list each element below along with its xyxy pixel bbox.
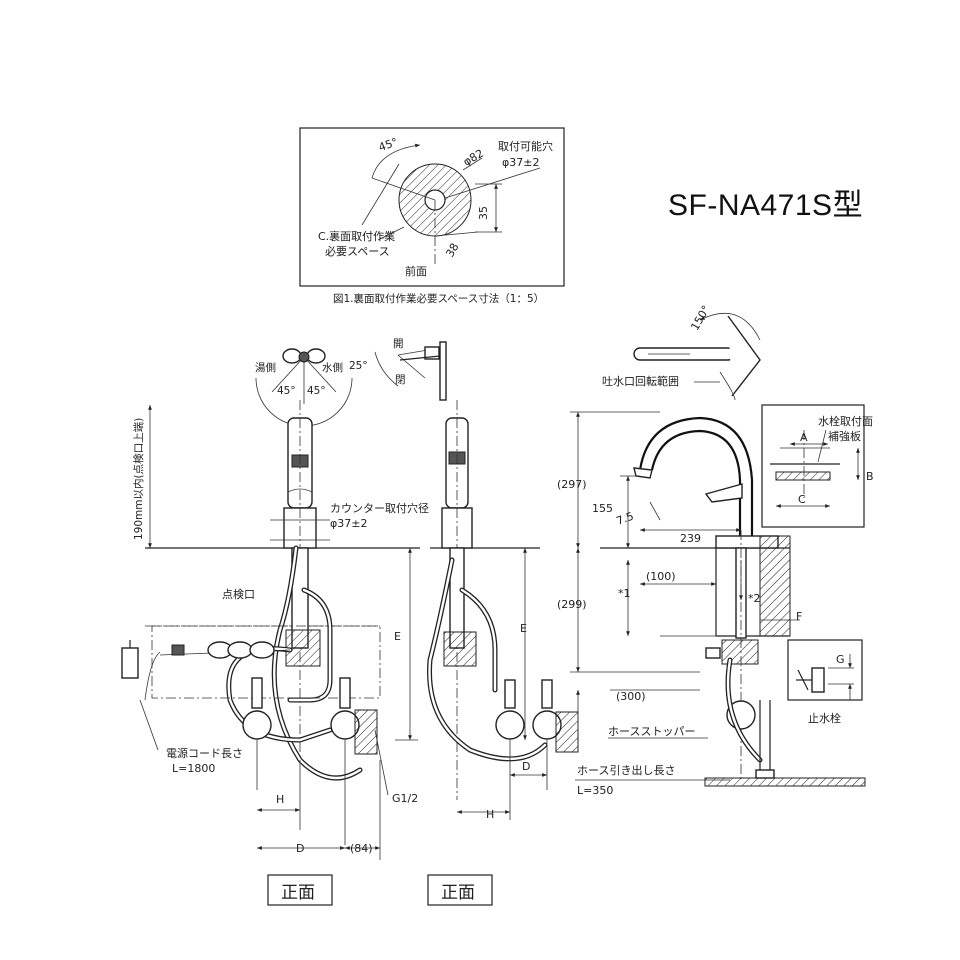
stop-valve-detail bbox=[787, 639, 863, 701]
fig1-caption: 図1.裏面取付作業必要スペース寸法（1：5） bbox=[333, 292, 544, 305]
cord-length-2: L=1800 bbox=[172, 762, 215, 775]
side-note1: *1 bbox=[618, 587, 631, 600]
detail-plate: 補強板 bbox=[828, 429, 861, 443]
stop-valve-dim-g: G bbox=[836, 653, 845, 666]
side-d299: (299) bbox=[557, 598, 587, 611]
front2-label: 正面 bbox=[441, 883, 475, 903]
fig1-space-1: C.裏面取付作業 bbox=[318, 229, 395, 243]
front-dim-h: H bbox=[276, 793, 284, 806]
front2-dim-h: H bbox=[486, 808, 494, 821]
fig1-space-2: 必要スペース bbox=[325, 245, 390, 258]
side-d239: 239 bbox=[680, 532, 701, 545]
front-dim-e: E bbox=[394, 630, 401, 643]
fig1-dim35: 35 bbox=[477, 206, 490, 220]
detail-dim-a: A bbox=[800, 431, 808, 444]
front2-dim-d: D bbox=[522, 760, 530, 773]
lever-angle-left: 45° bbox=[277, 385, 296, 397]
side-d100: (100) bbox=[646, 570, 676, 583]
hose-length-2: L=350 bbox=[577, 784, 613, 797]
spout-rotation-label: 吐水口回転範囲 bbox=[602, 374, 679, 388]
fig1-angle: 45° bbox=[377, 135, 400, 154]
spout-angle-150: 150° bbox=[688, 303, 713, 332]
front-label-box bbox=[267, 874, 333, 906]
side-dim-f: F bbox=[796, 610, 802, 623]
front-view-1 bbox=[121, 400, 420, 860]
fig1-front: 前面 bbox=[405, 264, 427, 278]
counter-hole-2: φ37±2 bbox=[330, 517, 367, 530]
spout-rotation-view bbox=[633, 312, 761, 401]
lever-open: 開 bbox=[393, 338, 404, 350]
side-d155: 155 bbox=[592, 502, 613, 515]
side-d297: (297) bbox=[557, 478, 587, 491]
lever-close: 閉 bbox=[395, 374, 406, 386]
front2-dim-e: E bbox=[520, 622, 527, 635]
fig1-frame bbox=[299, 127, 565, 287]
hose-length-1: ホース引き出し長さ bbox=[577, 763, 675, 777]
fig1-mount-hole-2: φ37±2 bbox=[502, 156, 539, 169]
fig1-mount-hole-1: 取付可能穴 bbox=[498, 139, 553, 153]
front-dim-84: (84) bbox=[350, 842, 373, 855]
lever-angle-right: 45° bbox=[307, 385, 326, 397]
lever-angle-25: 25° bbox=[349, 360, 368, 372]
detail-surface: 水栓取付面 bbox=[818, 414, 873, 428]
side-d300: (300) bbox=[616, 690, 646, 703]
lever-hot: 湯側 bbox=[255, 361, 276, 374]
inspection-label: 点検口 bbox=[222, 587, 255, 601]
fig1-dia82: φ82 bbox=[461, 147, 486, 169]
detail-dim-b: B bbox=[866, 470, 874, 483]
power-adapter bbox=[121, 647, 139, 679]
cord-length-1: 電源コード長さ bbox=[166, 746, 243, 760]
front-g12: G1/2 bbox=[392, 792, 418, 805]
front-label: 正面 bbox=[281, 883, 315, 903]
side-d75: 7.5 bbox=[615, 510, 636, 528]
hose-stopper-label: ホースストッパー bbox=[608, 725, 695, 738]
side-note2: *2 bbox=[748, 592, 761, 605]
counter-hole-1: カウンター取付穴径 bbox=[330, 501, 429, 515]
fig1-back-mount-space bbox=[299, 127, 565, 287]
side-view bbox=[570, 411, 866, 787]
inspection-box bbox=[151, 625, 381, 699]
front-dim-d: D bbox=[296, 842, 304, 855]
detail-dim-c: C bbox=[798, 493, 806, 506]
front-view-2 bbox=[427, 400, 579, 820]
front-vertical-note: 190mm以内(点検口上端) bbox=[132, 418, 145, 540]
front2-label-box bbox=[427, 874, 493, 906]
lever-open-close-view bbox=[374, 341, 447, 401]
lever-cold: 水側 bbox=[322, 361, 343, 374]
lever-top-view bbox=[255, 348, 353, 427]
fig1-dim38: 38 bbox=[443, 241, 461, 260]
mount-surface-detail bbox=[761, 404, 865, 528]
model-title: SF-NA471S型 bbox=[668, 189, 864, 222]
stop-valve-label: 止水栓 bbox=[808, 711, 841, 725]
